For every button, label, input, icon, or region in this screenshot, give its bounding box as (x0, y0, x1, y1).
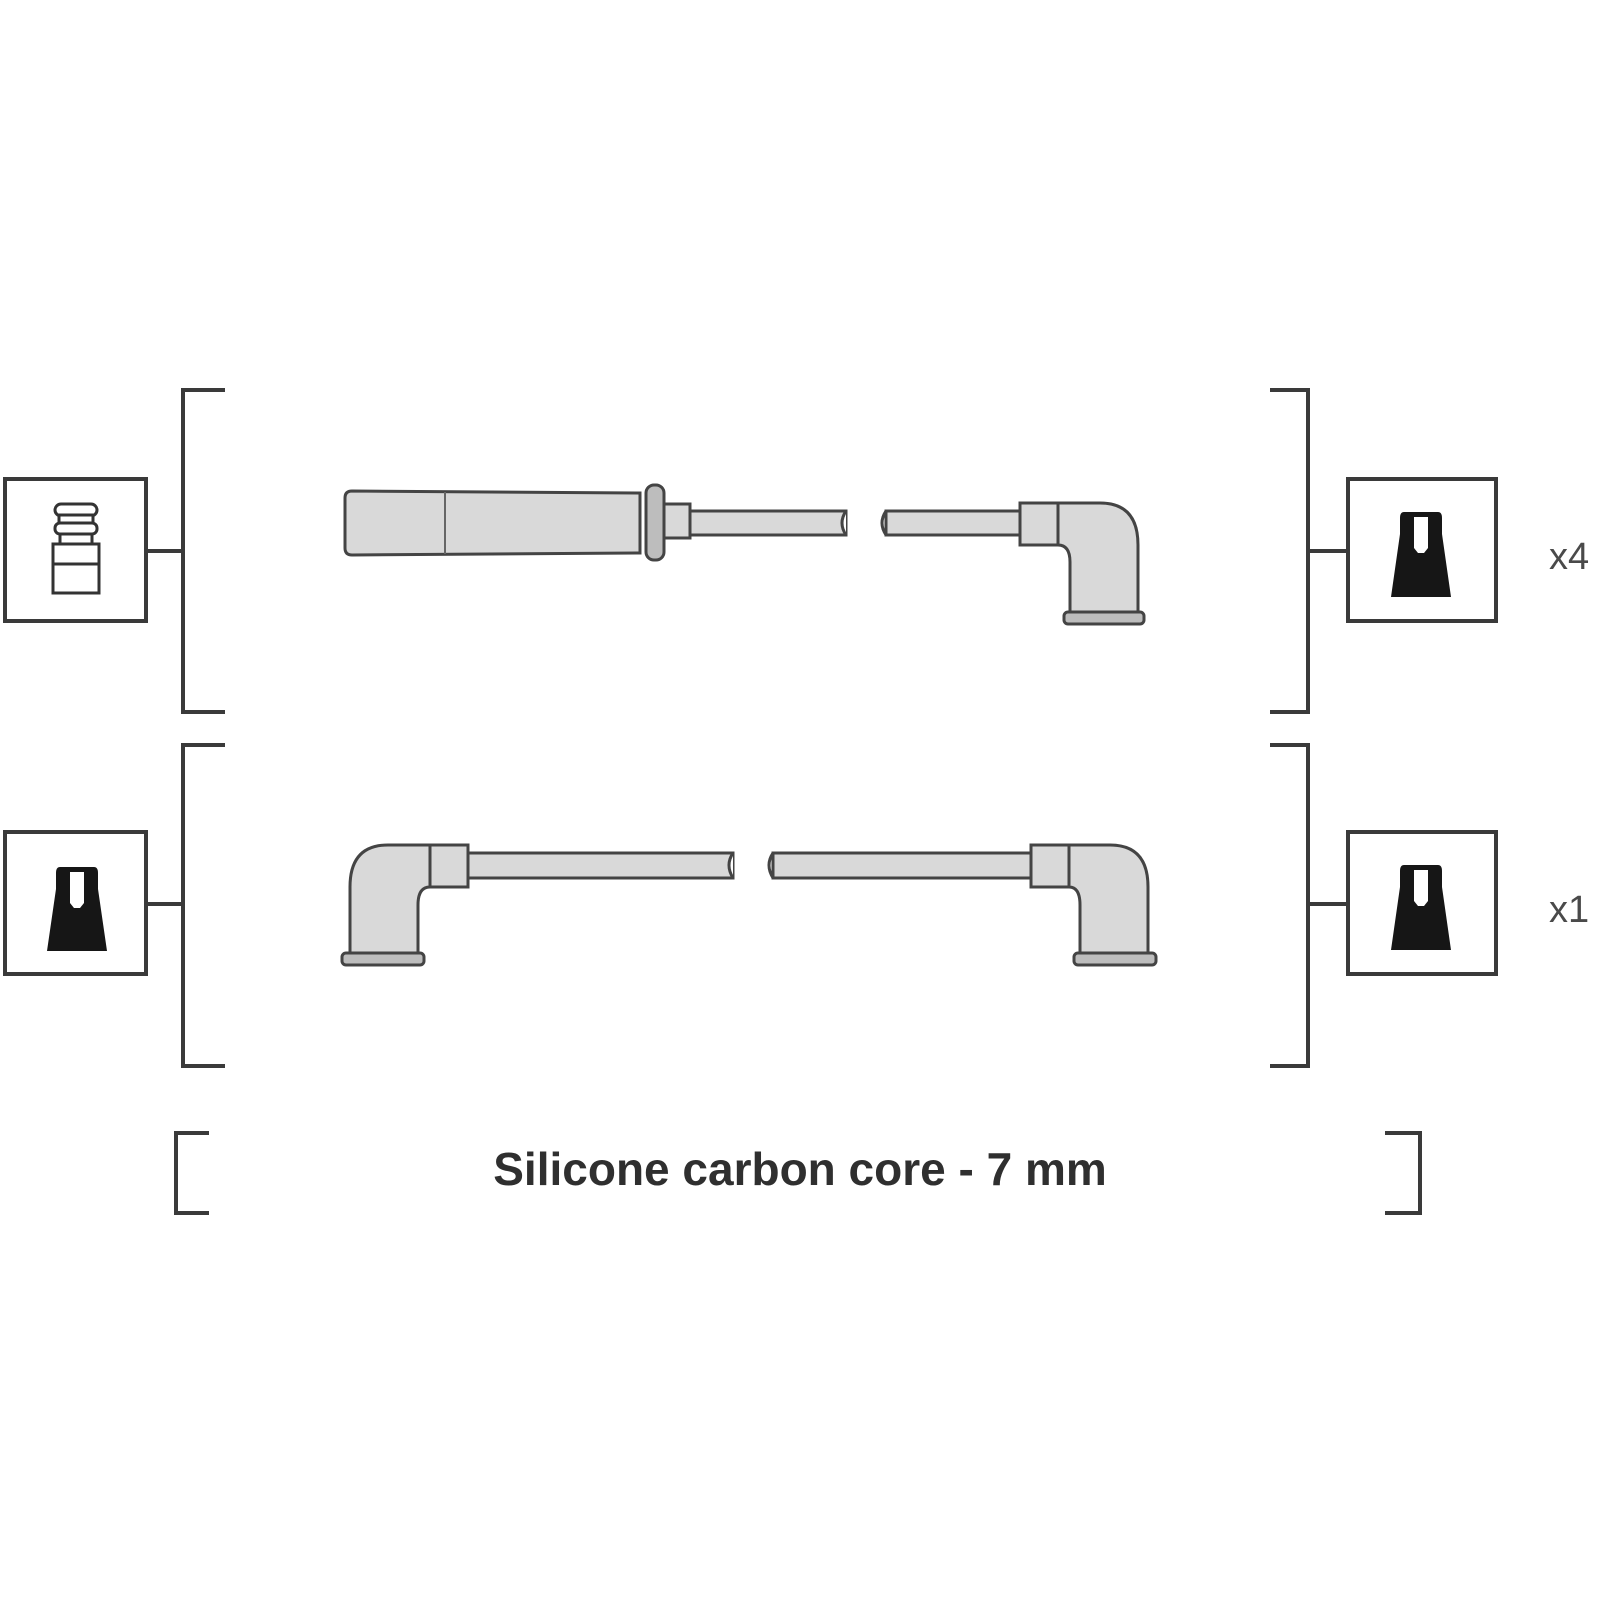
angled-boot-row-2 (340, 843, 735, 967)
right-bracket-row-2 (1270, 743, 1310, 1068)
straight-boot-row-1 (343, 483, 848, 562)
right-terminal-box-row-2 (1346, 830, 1498, 976)
caption-text: Silicone carbon core - 7 mm (493, 1143, 1107, 1195)
caption-group: Silicone carbon core - 7 mm (174, 1131, 1422, 1215)
cable-row-2: x1 (3, 743, 1589, 1068)
angled-boot-row-2-right (767, 843, 1158, 967)
left-bracket-row-2 (181, 743, 225, 1068)
left-bracket-row-1 (181, 388, 225, 714)
straight-connector-icon (51, 502, 101, 595)
caption-right-bracket (1385, 1131, 1422, 1215)
spark-plug-boot-icon (47, 867, 107, 951)
quantity-label-row-2: x1 (1549, 889, 1589, 931)
spark-plug-boot-icon (1391, 865, 1451, 950)
spark-plug-boot-icon (1391, 512, 1451, 597)
left-terminal-box-row-2 (3, 830, 148, 976)
angled-boot-row-1 (880, 501, 1146, 626)
cable-row-1: x4 (3, 388, 1589, 714)
caption-left-bracket (174, 1131, 209, 1215)
right-bracket-row-1 (1270, 388, 1310, 714)
quantity-label-row-1: x4 (1549, 536, 1589, 578)
left-terminal-box-row-1 (3, 477, 148, 623)
right-terminal-box-row-1 (1346, 477, 1498, 623)
